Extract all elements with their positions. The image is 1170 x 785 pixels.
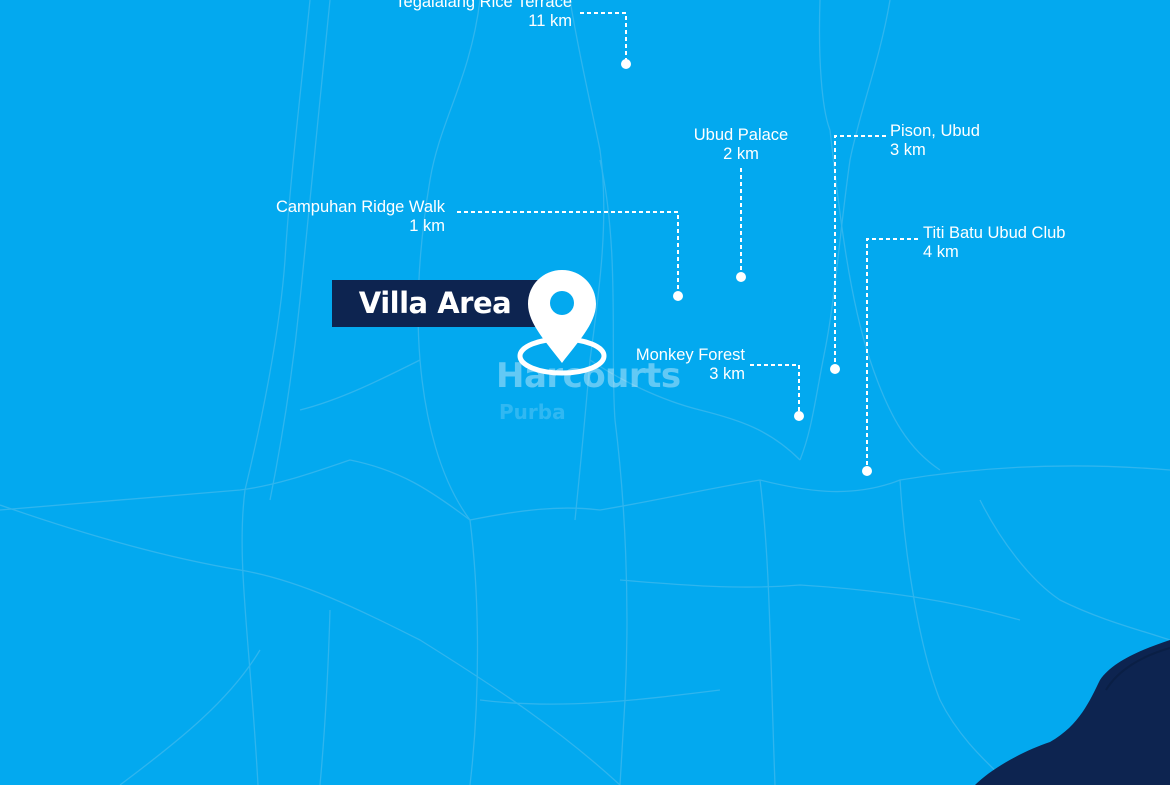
poi-name: Pison, Ubud (890, 122, 980, 140)
poi-ubud-palace[interactable]: Ubud Palace 2 km (670, 126, 812, 164)
poi-pison[interactable]: Pison, Ubud 3 km (890, 122, 980, 160)
poi-distance: 4 km (923, 243, 959, 261)
poi-distance: 2 km (723, 145, 759, 163)
poi-titi-batu[interactable]: Titi Batu Ubud Club 4 km (923, 224, 1065, 262)
poi-name: Titi Batu Ubud Club (923, 224, 1066, 242)
poi-tegalalang[interactable]: Tegalalang Rice Terrace 11 km (395, 0, 572, 31)
harcourts-watermark-sub: Purba (499, 400, 566, 424)
location-pin-icon[interactable] (510, 266, 614, 384)
poi-name: Ubud Palace (693, 126, 789, 144)
villa-area-label: Villa Area (332, 280, 538, 327)
poi-campuhan[interactable]: Campuhan Ridge Walk 1 km (276, 198, 445, 236)
poi-distance: 3 km (890, 141, 926, 159)
coast-shape (975, 640, 1170, 785)
poi-name: Campuhan Ridge Walk (275, 198, 445, 216)
poi-name: Monkey Forest (635, 346, 745, 364)
poi-distance: 11 km (528, 12, 572, 30)
poi-name: Tegalalang Rice Terrace (395, 0, 572, 11)
poi-distance: 1 km (409, 217, 445, 235)
poi-monkey-forest[interactable]: Monkey Forest 3 km (636, 346, 745, 384)
poi-distance: 3 km (709, 365, 745, 383)
